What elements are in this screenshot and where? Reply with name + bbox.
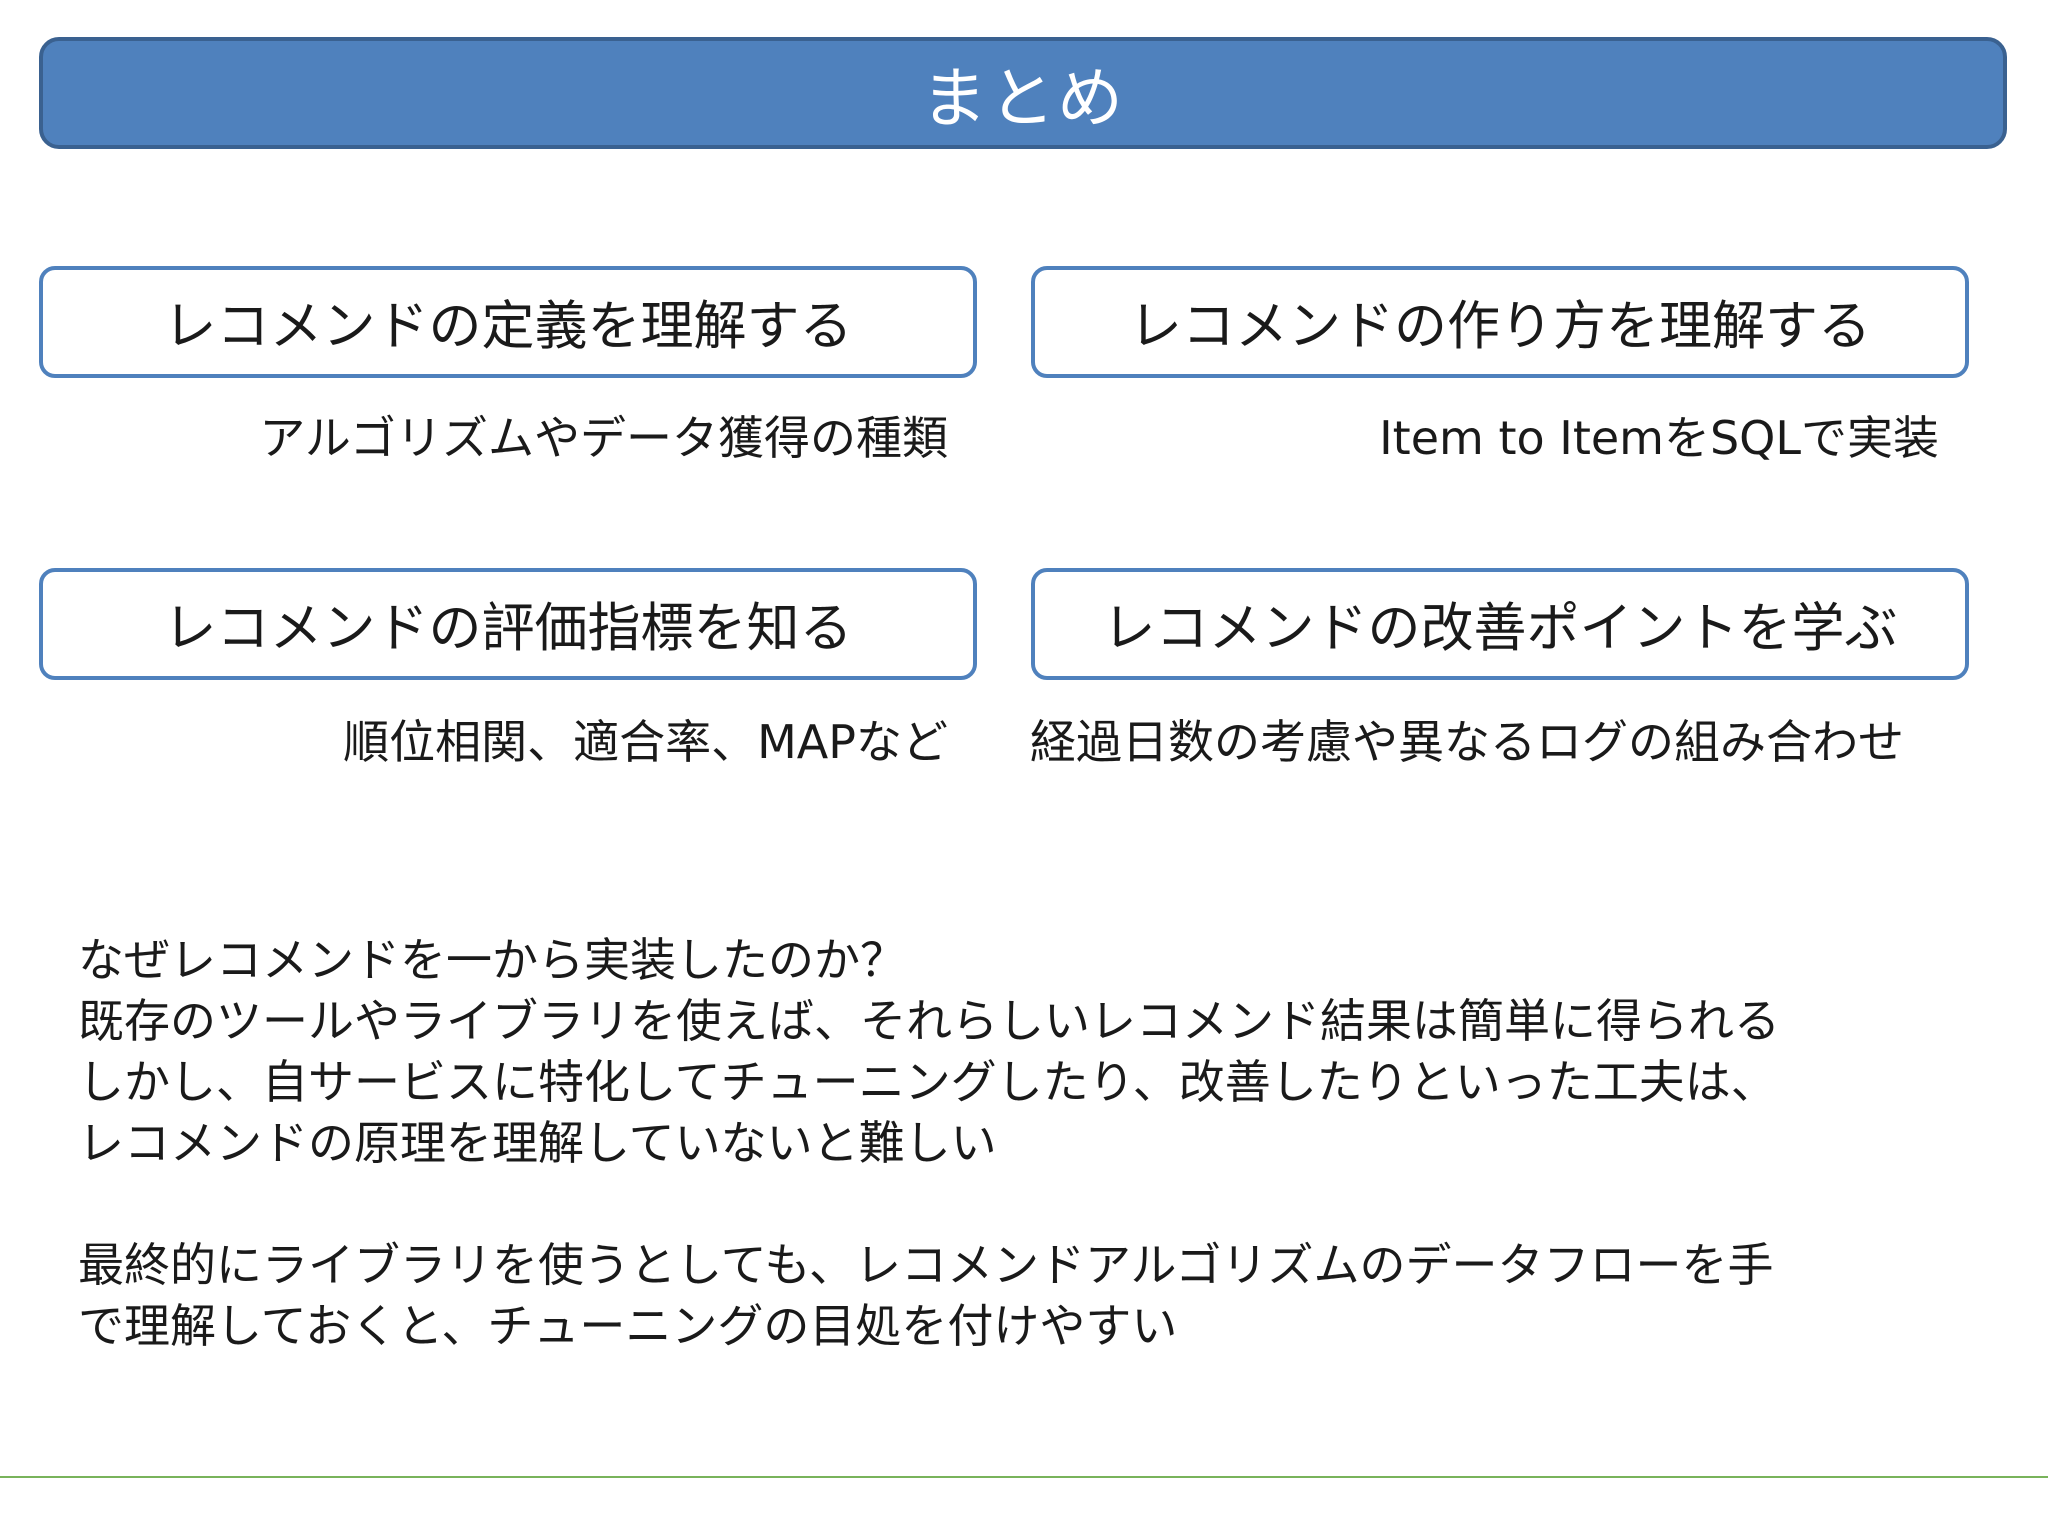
body-line: しかし、自サービスに特化してチューニングしたり、改善したりといった工夫は、	[78, 1055, 1777, 1109]
slide-title: まとめ	[39, 37, 2007, 149]
topic-heading: レコメンドの定義を理解する	[163, 296, 853, 357]
topic-box-definition: レコメンドの定義を理解する	[39, 266, 977, 378]
topic-box-implementation: レコメンドの作り方を理解する	[1031, 266, 1969, 378]
topic-heading: レコメンドの評価指標を知る	[163, 598, 853, 659]
topic-heading: レコメンドの作り方を理解する	[1129, 296, 1871, 357]
topic-box-improvement: レコメンドの改善ポイントを学ぶ	[1031, 568, 1969, 680]
body-line: で理解しておくと、チューニングの目処を付けやすい	[78, 1299, 1178, 1353]
body-line: レコメンドの原理を理解していないと難しい	[78, 1116, 997, 1170]
topic-box-evaluation: レコメンドの評価指標を知る	[39, 568, 977, 680]
topic-caption: Item to ItemをSQLで実装	[1379, 411, 1939, 465]
body-line: なぜレコメンドを一から実装したのか？	[78, 933, 906, 987]
summary-body: なぜレコメンドを一から実装したのか？ 既存のツールやライブラリを使えば、それらし…	[78, 930, 2008, 1357]
topic-heading: レコメンドの改善ポイントを学ぶ	[1102, 598, 1898, 659]
slide-title-text: まとめ	[921, 60, 1125, 137]
paragraph-spacer	[78, 1174, 2008, 1235]
body-line: 最終的にライブラリを使うとしても、レコメンドアルゴリズムのデータフローを手	[78, 1238, 1774, 1292]
body-line: 既存のツールやライブラリを使えば、それらしいレコメンド結果は簡単に得られる	[78, 994, 1780, 1048]
topic-caption: 順位相関、適合率、MAPなど	[343, 715, 948, 769]
footer-divider	[0, 1476, 2048, 1478]
topic-caption: アルゴリズムやデータ獲得の種類	[259, 411, 948, 465]
topic-caption: 経過日数の考慮や異なるログの組み合わせ	[1030, 715, 1904, 769]
